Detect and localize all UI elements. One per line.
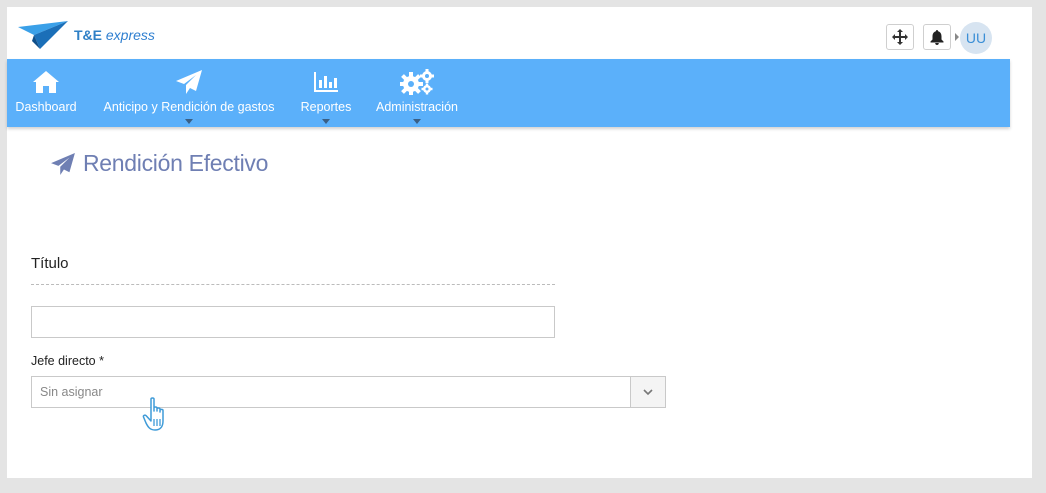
jefe-directo-value: Sin asignar (40, 385, 103, 399)
paper-plane-logo-icon (18, 21, 68, 49)
paper-plane-icon (176, 70, 202, 94)
nav-label-anticipo: Anticipo y Rendición de gastos (103, 100, 275, 114)
nav-label-reportes: Reportes (300, 100, 352, 114)
notifications-button[interactable] (923, 24, 951, 50)
nav-label-dashboard: Dashboard (15, 100, 77, 114)
section-divider (31, 284, 555, 285)
page-title: Rendición Efectivo (51, 150, 268, 177)
bell-icon (930, 29, 944, 45)
chevron-down-icon (185, 119, 193, 124)
jefe-directo-label: Jefe directo * (31, 354, 104, 368)
page-title-text: Rendición Efectivo (83, 150, 269, 176)
nav-item-dashboard[interactable]: Dashboard (12, 59, 80, 127)
nav-label-administracion: Administración (376, 100, 458, 114)
logo-text: T&E express (74, 27, 155, 43)
jefe-directo-select[interactable]: Sin asignar (31, 376, 666, 408)
chevron-down-icon (413, 119, 421, 124)
nav-item-anticipo[interactable]: Anticipo y Rendición de gastos (96, 59, 282, 127)
nav-item-administracion[interactable]: Administración (370, 59, 464, 127)
app-logo[interactable]: T&E express (18, 21, 155, 49)
title-input[interactable] (31, 306, 555, 338)
main-nav: Dashboard Anticipo y Rendición de gastos (7, 59, 1010, 127)
bar-chart-icon (314, 72, 338, 92)
user-menu-caret-icon[interactable] (955, 33, 959, 41)
section-title: Título (31, 255, 69, 272)
app-window: T&E express UU Dashboard (7, 7, 1032, 478)
gears-icon (400, 69, 434, 95)
paper-plane-icon (51, 152, 75, 175)
home-icon (33, 71, 59, 93)
chevron-down-icon (322, 119, 330, 124)
hand-cursor-icon (142, 397, 172, 437)
user-avatar[interactable]: UU (960, 22, 992, 54)
chevron-down-icon (643, 388, 653, 395)
select-arrow-button[interactable] (630, 377, 665, 407)
nav-item-reportes[interactable]: Reportes (297, 59, 355, 127)
move-icon (892, 29, 908, 45)
move-button[interactable] (886, 24, 914, 50)
